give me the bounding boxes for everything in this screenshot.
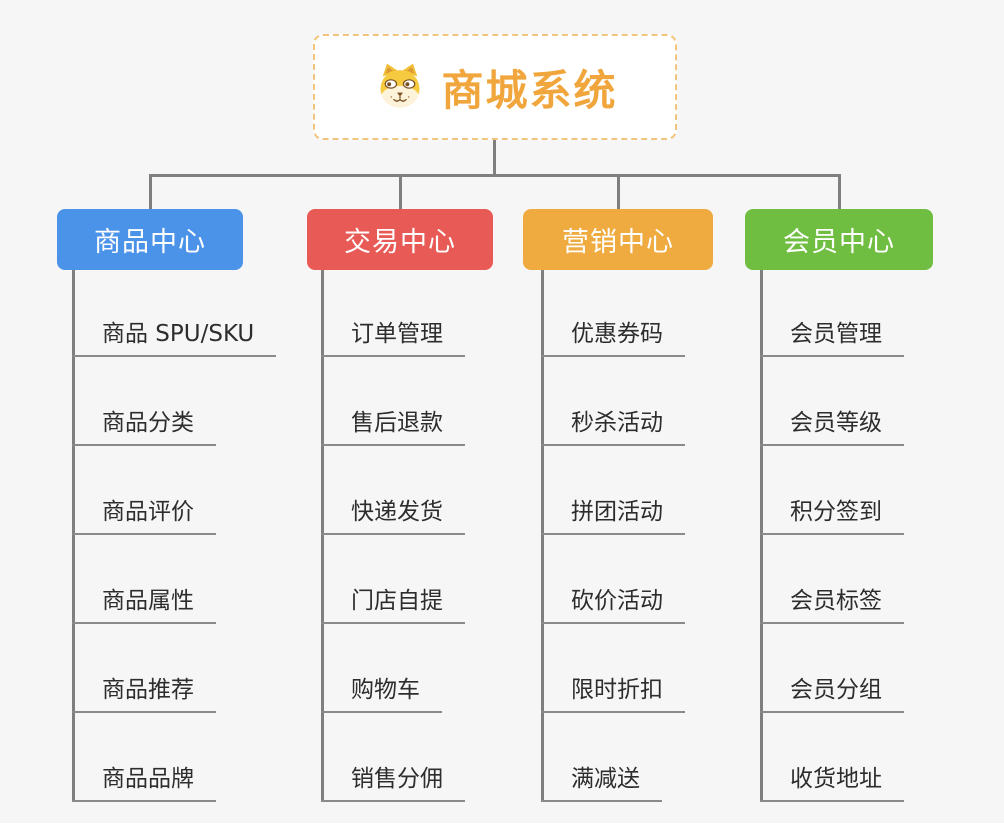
leaf-topic[interactable]: 购物车 bbox=[321, 675, 442, 713]
leaf-topic[interactable]: 会员管理 bbox=[760, 319, 904, 357]
leaf-topic[interactable]: 商品推荐 bbox=[72, 675, 216, 713]
branch-label: 交易中心 bbox=[344, 227, 456, 258]
leaf-topic[interactable]: 会员分组 bbox=[760, 675, 904, 713]
branch-label: 会员中心 bbox=[783, 227, 895, 258]
branch-label: 营销中心 bbox=[562, 227, 674, 258]
branch-node-member-center[interactable]: 会员中心 bbox=[745, 209, 933, 270]
drop-line-trade bbox=[399, 174, 402, 210]
leaf-topic[interactable]: 商品品牌 bbox=[72, 764, 216, 802]
leaf-topic[interactable]: 商品属性 bbox=[72, 586, 216, 624]
footer-bar bbox=[0, 823, 1004, 840]
branch-node-marketing-center[interactable]: 营销中心 bbox=[523, 209, 713, 270]
leaf-topic[interactable]: 门店自提 bbox=[321, 586, 465, 624]
leaf-topic[interactable]: 限时折扣 bbox=[541, 675, 685, 713]
root-topic[interactable]: 商城系统 bbox=[313, 34, 677, 140]
branch-node-product-center[interactable]: 商品中心 bbox=[57, 209, 243, 270]
leaf-topic[interactable]: 售后退款 bbox=[321, 408, 465, 446]
leaf-topic[interactable]: 订单管理 bbox=[321, 319, 465, 357]
leaf-topic[interactable]: 快递发货 bbox=[321, 497, 465, 535]
trunk-line-member bbox=[760, 270, 763, 801]
dog-face-icon bbox=[380, 63, 420, 108]
leaf-topic[interactable]: 秒杀活动 bbox=[541, 408, 685, 446]
branch-label: 商品中心 bbox=[94, 227, 206, 258]
leaf-topic[interactable]: 优惠券码 bbox=[541, 319, 685, 357]
branch-connector-line bbox=[149, 174, 841, 177]
leaf-topic[interactable]: 砍价活动 bbox=[541, 586, 685, 624]
leaf-topic[interactable]: 会员等级 bbox=[760, 408, 904, 446]
leaf-topic[interactable]: 销售分佣 bbox=[321, 764, 465, 802]
leaf-topic[interactable]: 拼团活动 bbox=[541, 497, 685, 535]
leaf-topic[interactable]: 积分签到 bbox=[760, 497, 904, 535]
drop-line-member bbox=[838, 174, 841, 210]
leaf-topic[interactable]: 商品 SPU/SKU bbox=[72, 319, 277, 357]
trunk-line-trade bbox=[321, 270, 324, 801]
leaf-topic[interactable]: 会员标签 bbox=[760, 586, 904, 624]
leaf-topic[interactable]: 商品分类 bbox=[72, 408, 216, 446]
drop-line-product bbox=[149, 174, 152, 210]
drop-line-marketing bbox=[617, 174, 620, 210]
trunk-line-product bbox=[72, 270, 75, 801]
root-title: 商城系统 bbox=[441, 65, 618, 115]
branch-node-trade-center[interactable]: 交易中心 bbox=[307, 209, 493, 270]
leaf-topic[interactable]: 收货地址 bbox=[760, 764, 904, 802]
root-stem-line bbox=[493, 138, 496, 176]
trunk-line-marketing bbox=[541, 270, 544, 801]
leaf-topic[interactable]: 满减送 bbox=[541, 764, 662, 802]
leaf-topic[interactable]: 商品评价 bbox=[72, 497, 216, 535]
